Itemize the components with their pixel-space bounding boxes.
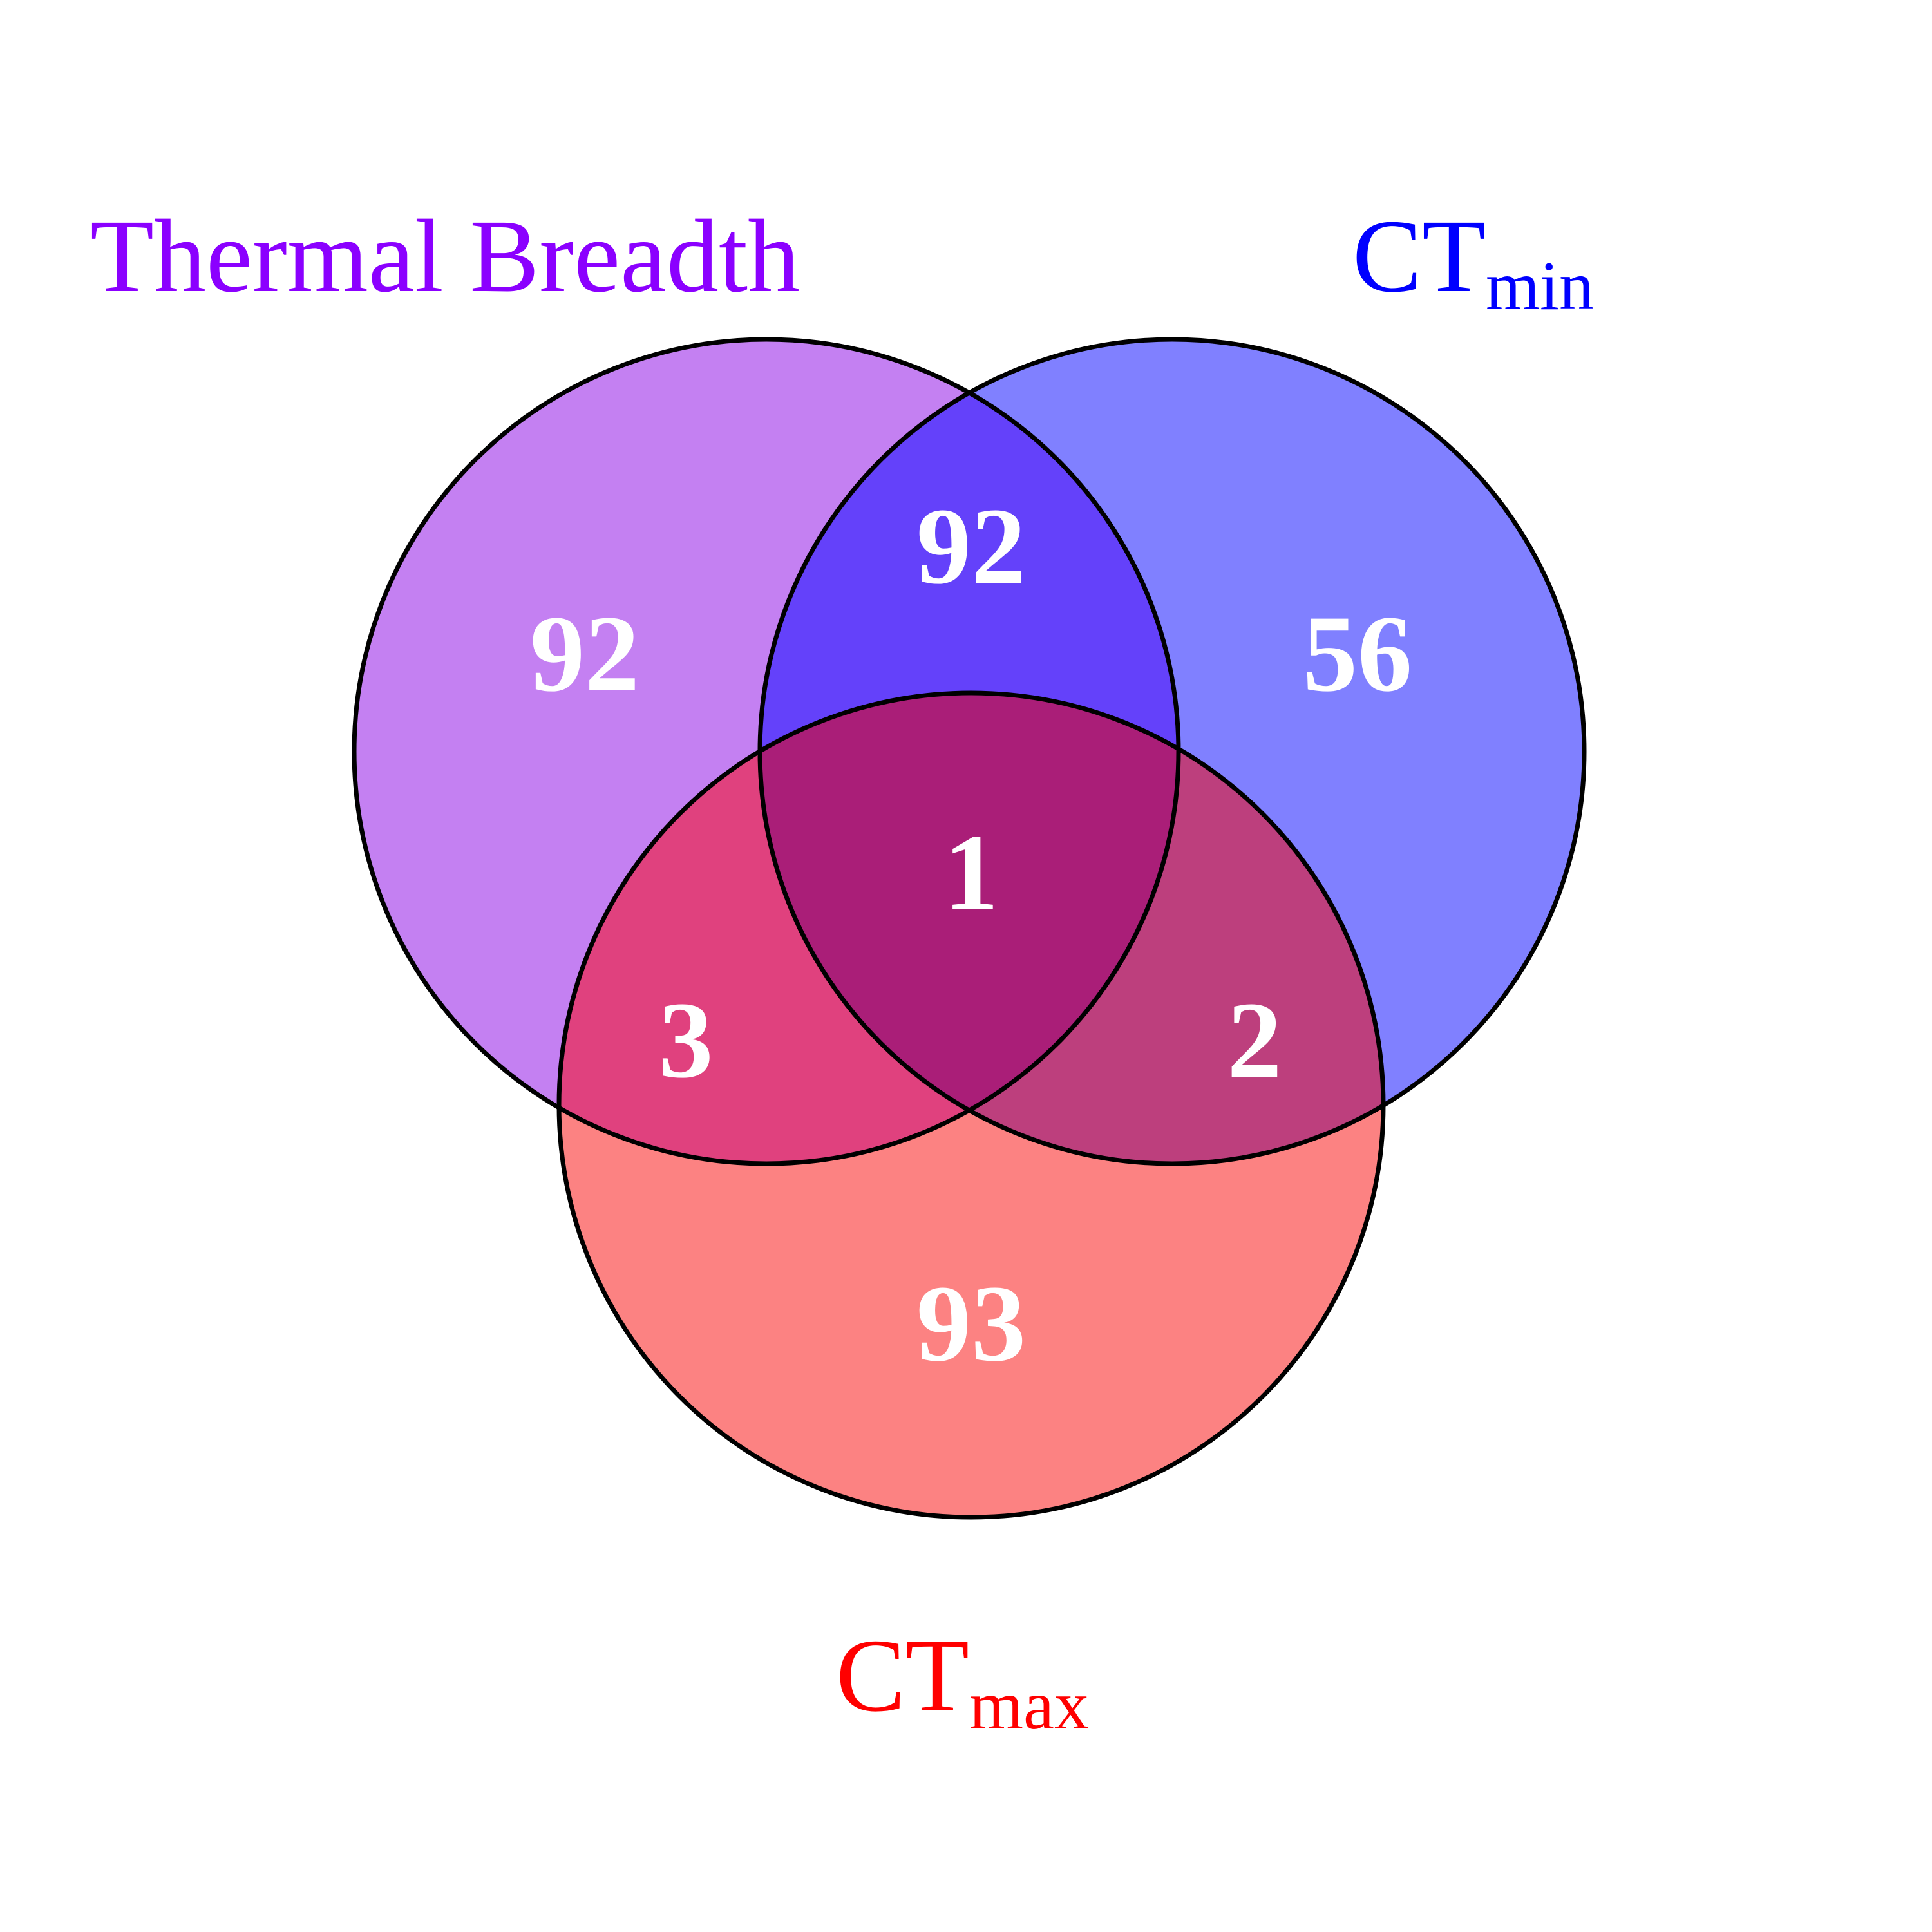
ctmax-label-main: CT [836,1618,969,1734]
ctmin-label-main: CT [1352,199,1486,314]
ctmax-label: CTmax [836,1618,1089,1744]
ctmax-outline [556,690,1386,1520]
ctmax-label-sub: max [969,1667,1089,1744]
ctmin-ctmax-count: 2 [1227,980,1282,1101]
ctmin-label: CTmin [1352,199,1594,325]
all-three-count: 1 [944,812,999,933]
thermal-breadth-only-count: 92 [530,593,639,714]
ctmin-only-count: 56 [1303,593,1412,714]
ctmin-label-sub: min [1486,248,1594,325]
thermal-breadth-outline [352,337,1181,1166]
thermal-breadth-ctmin-count: 92 [916,486,1026,607]
thermal-breadth-label: Thermal Breadth [90,199,800,314]
thermal-breadth-ctmax-count: 3 [659,980,714,1101]
ctmax-only-count: 93 [916,1263,1026,1384]
